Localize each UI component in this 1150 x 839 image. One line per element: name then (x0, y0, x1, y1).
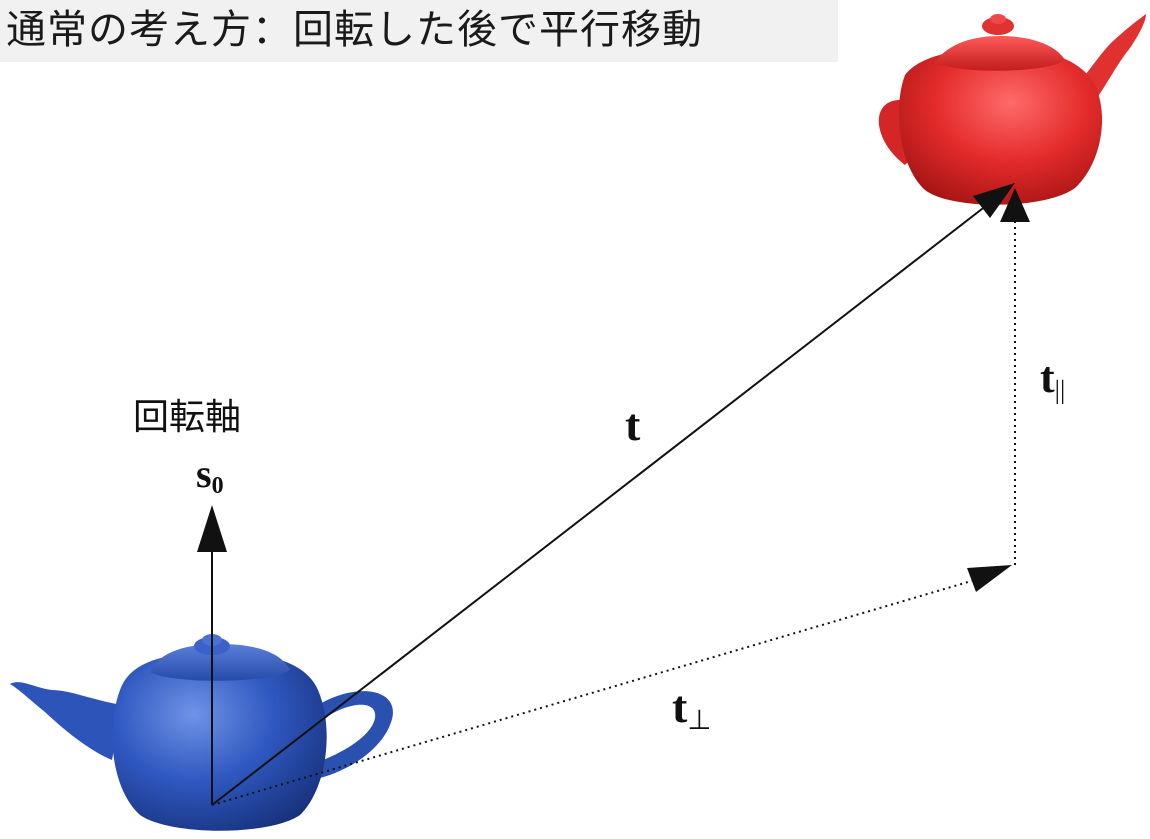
vector-t-parallel-arrow (1000, 188, 1030, 565)
red-teapot (878, 14, 1146, 205)
blue-teapot (10, 634, 393, 831)
label-t-parallel: t|| (1040, 353, 1066, 405)
slide-title: 通常の考え方：回転した後で平行移動 (6, 7, 703, 53)
vector-t-arrow (211, 183, 1015, 806)
label-t-perp: t⊥ (672, 681, 712, 735)
rotation-axis-caption: 回転軸 (133, 397, 242, 438)
label-t: t (625, 399, 641, 450)
vector-t-perp-arrow (211, 565, 1012, 806)
label-s0: s0 (196, 451, 224, 499)
axis-s0-arrow (197, 505, 227, 805)
title-bar: 通常の考え方：回転した後で平行移動 (0, 0, 838, 62)
